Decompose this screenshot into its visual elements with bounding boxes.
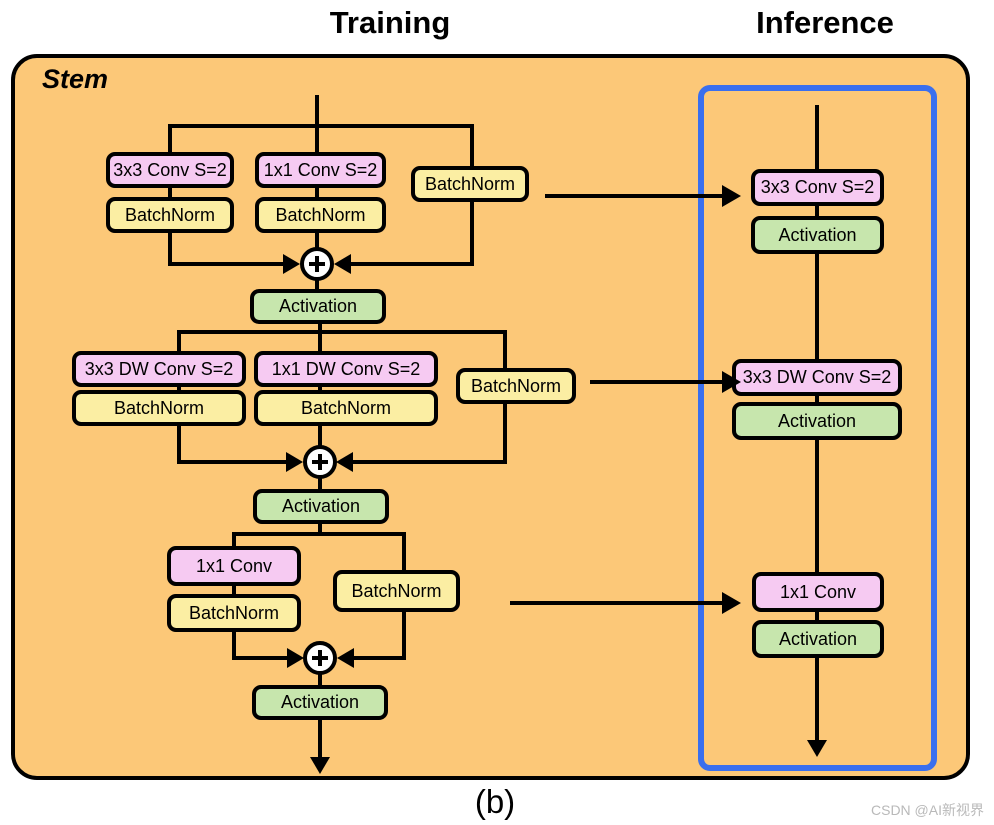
- inference-output-line: [815, 656, 819, 744]
- stage1-merge-arrow-left: [283, 254, 300, 274]
- stage1-branch3-to-merge: [350, 262, 474, 266]
- stage3-branch2-to-merge: [353, 656, 406, 660]
- stage1-merge-arrow-right: [334, 254, 351, 274]
- stage2-merge-to-act: [318, 477, 322, 489]
- stage3-branch1-to-merge: [232, 656, 290, 660]
- training-stage1-add-junction: [300, 247, 334, 281]
- stage1-branch2-to-merge: [315, 231, 319, 252]
- watermark: CSDN @AI新视界: [871, 802, 984, 818]
- training-stage2-conv-1x1-dw: 1x1 DW Conv S=2: [254, 351, 438, 387]
- training-stage2-add-junction: [303, 445, 337, 479]
- stage1-fanout-bus: [168, 124, 474, 128]
- column-title-inference: Inference: [756, 5, 894, 40]
- stage2-branch1-to-merge: [177, 460, 288, 464]
- training-stage2-activation: Activation: [253, 489, 389, 524]
- training-stage3-conv-1x1: 1x1 Conv: [167, 546, 301, 586]
- stage1-branch3-drop: [470, 124, 474, 166]
- training-stage1-bn-2: BatchNorm: [255, 197, 386, 233]
- stage1-branch2-drop: [315, 124, 319, 152]
- stage2-branch3-drop: [503, 330, 507, 368]
- inference-stage1-activation: Activation: [751, 216, 884, 254]
- training-stage1-conv-1x1: 1x1 Conv S=2: [255, 152, 386, 188]
- training-stage1-conv-3x3: 3x3 Conv S=2: [106, 152, 234, 188]
- stage2-branch1-drop: [177, 330, 181, 358]
- stage1-branch1-tail: [168, 231, 172, 266]
- stage3-merge-to-act: [318, 673, 322, 685]
- stage2-branch3-to-merge: [352, 460, 507, 464]
- inference-frame: [698, 85, 937, 771]
- transfer-arrowhead-stage1: [722, 185, 741, 207]
- stage1-branch3-tail: [470, 200, 474, 264]
- stage1-branch1-drop: [168, 124, 172, 152]
- stage3-fanout-bus: [232, 532, 406, 536]
- stage3-branch1-link: [232, 584, 236, 594]
- inference-stage1-link: [815, 204, 819, 216]
- training-stage2-conv-3x3-dw: 3x3 DW Conv S=2: [72, 351, 246, 387]
- inference-stage2-activation: Activation: [732, 402, 902, 440]
- stage2-branch1-tail: [177, 424, 181, 464]
- inference-stage2-link: [815, 394, 819, 404]
- stage2-merge-arrow-right: [336, 452, 353, 472]
- stage3-branch2-drop: [402, 532, 406, 570]
- training-output-line: [318, 719, 322, 762]
- stage2-branch2-to-merge: [318, 424, 322, 450]
- transfer-line-stage3: [510, 601, 728, 605]
- stage3-merge-arrow-right: [337, 648, 354, 668]
- training-stage3-bn-identity: BatchNorm: [333, 570, 460, 612]
- training-stage2-bn-1: BatchNorm: [72, 390, 246, 426]
- training-stage3-activation: Activation: [252, 685, 388, 720]
- column-title-training: Training: [329, 5, 451, 40]
- training-input-line: [315, 95, 319, 126]
- stage1-branch1-link: [168, 186, 172, 198]
- inference-stage2-to-stage3: [815, 438, 819, 572]
- stage2-act-to-stage3: [318, 522, 322, 536]
- training-stage2-bn-2: BatchNorm: [254, 390, 438, 426]
- training-stage2-bn-identity: BatchNorm: [456, 368, 576, 404]
- stage2-branch3-tail: [503, 402, 507, 462]
- stage3-branch1-drop: [232, 532, 236, 552]
- transfer-arrowhead-stage2: [722, 371, 741, 393]
- inference-input-line: [815, 105, 819, 169]
- stem-label: Stem: [42, 64, 109, 94]
- training-stage3-add-junction: [303, 641, 337, 675]
- transfer-line-stage2: [590, 380, 728, 384]
- inference-stage1-conv: 3x3 Conv S=2: [751, 169, 884, 206]
- training-stage1-activation: Activation: [250, 289, 386, 324]
- stage3-branch1-tail: [232, 630, 236, 660]
- inference-stage3-link: [815, 610, 819, 620]
- stage2-fanout-bus: [177, 330, 507, 334]
- inference-stage3-activation: Activation: [752, 620, 884, 658]
- stage1-merge-to-act: [315, 279, 319, 290]
- stage1-act-to-stage2: [318, 322, 322, 336]
- stage1-branch2-link: [315, 186, 319, 198]
- figure-caption: (b): [474, 783, 516, 820]
- training-stage1-bn-identity: BatchNorm: [411, 166, 529, 202]
- transfer-line-stage1: [545, 194, 728, 198]
- inference-stage1-to-stage2: [815, 252, 819, 359]
- stage1-branch1-to-merge: [168, 262, 285, 266]
- stage3-branch2-tail: [402, 610, 406, 658]
- training-output-arrowhead: [310, 757, 330, 774]
- inference-stage2-conv: 3x3 DW Conv S=2: [732, 359, 902, 396]
- training-stage3-bn-1: BatchNorm: [167, 594, 301, 632]
- transfer-arrowhead-stage3: [722, 592, 741, 614]
- stage3-merge-arrow-left: [287, 648, 304, 668]
- stage2-branch2-drop: [318, 330, 322, 358]
- training-stage1-bn-1: BatchNorm: [106, 197, 234, 233]
- stage2-merge-arrow-left: [286, 452, 303, 472]
- inference-stage3-conv: 1x1 Conv: [752, 572, 884, 612]
- inference-output-arrowhead: [807, 740, 827, 757]
